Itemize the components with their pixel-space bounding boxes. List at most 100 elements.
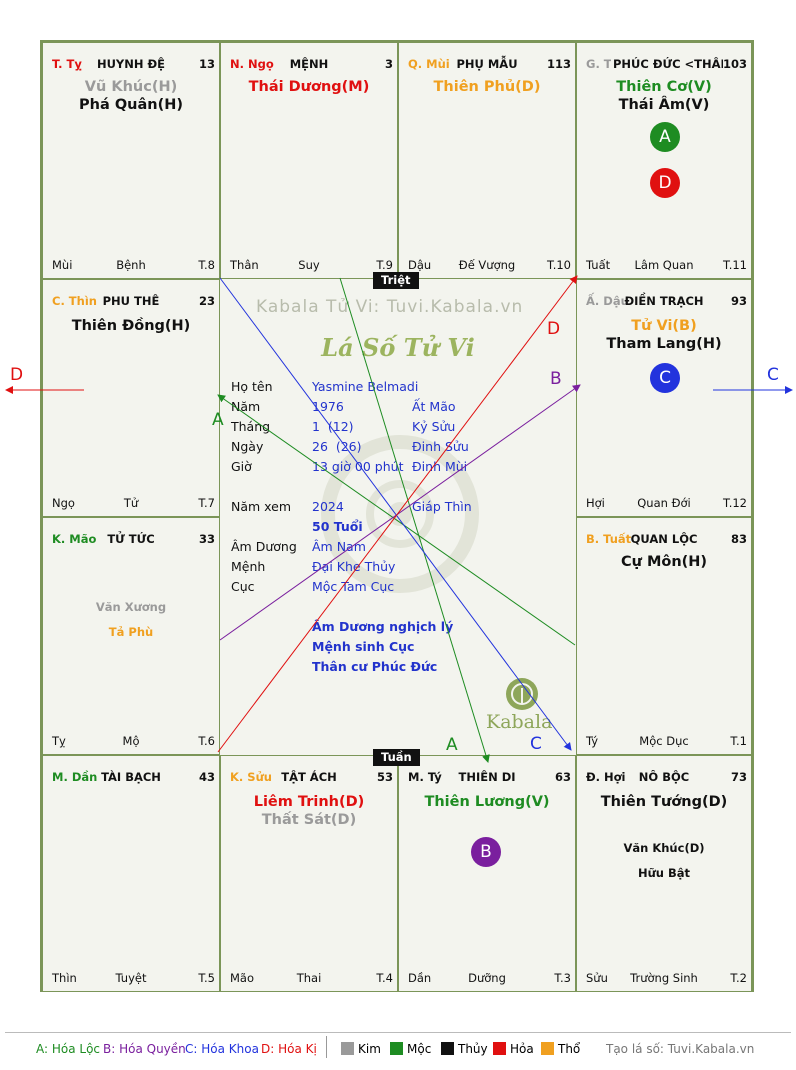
info-label: Mệnh <box>231 559 266 574</box>
legend-tho-label: Thổ <box>558 1042 581 1056</box>
cell-footer-left: Tuất <box>586 258 611 272</box>
cell-footer-center: Bệnh <box>116 258 146 272</box>
info-label: Họ tên <box>231 379 273 394</box>
info-am-duong: Âm Nam <box>312 539 366 554</box>
palace-name: THIÊN DI <box>458 770 516 784</box>
palace-phu-the[interactable]: C. Thìn PHU THÊ 23 Thiên Đồng(H) Ngọ Tử … <box>42 279 220 517</box>
info-day: 26 (26) <box>312 439 362 454</box>
cell-footer-center: Quan Đới <box>637 496 691 510</box>
palace-dien-trach[interactable]: Ấ. Dậu ĐIỀN TRẠCH 93 Tử Vi(B) Tham Lang(… <box>576 279 752 517</box>
palace-name: MỆNH <box>289 57 329 71</box>
palace-huynh-de[interactable]: T. Tỵ HUYNH ĐỆ 13 Vũ Khúc(H) Phá Quân(H)… <box>42 42 220 279</box>
major-star: Thái Dương(M) <box>248 79 370 95</box>
palace-name: PHU THÊ <box>102 294 160 308</box>
legend-divider <box>5 1032 791 1033</box>
palace-tu-tuc[interactable]: K. Mão TỬ TỨC 33 Văn Xương Tả Phù Tỵ Mộ … <box>42 517 220 755</box>
palace-name: TỬ TỨC <box>107 532 155 546</box>
palace-branch: K. Sửu <box>230 770 272 784</box>
info-name: Yasmine Belmadi <box>312 379 419 394</box>
info-label: Ngày <box>231 439 264 454</box>
cell-footer-center: Trường Sinh <box>630 971 698 985</box>
info-note: Âm Dương nghịch lý <box>312 619 454 634</box>
arrow-label-b: B <box>550 369 562 389</box>
info-hour: 13 giờ 00 phút <box>312 459 404 474</box>
palace-quan-loc[interactable]: B. Tuất QUAN LỘC 83 Cự Môn(H) Tý Mộc Dục… <box>576 517 752 755</box>
cell-footer-left: Dậu <box>408 258 432 272</box>
major-star: Thiên Cơ(V) <box>616 79 712 95</box>
cell-footer-left: Mão <box>230 971 255 985</box>
info-label: Tháng <box>231 419 271 434</box>
legend-moc-label: Mộc <box>407 1042 432 1056</box>
info-menh: Đại Khe Thủy <box>312 559 396 574</box>
info-label: Âm Dương <box>231 539 297 554</box>
palace-name: NÔ BỘC <box>638 770 690 784</box>
major-star: Cự Môn(H) <box>620 554 708 570</box>
palace-branch: C. Thìn <box>52 294 97 308</box>
cell-footer-center: Lâm Quan <box>634 258 694 272</box>
palace-phu-mau[interactable]: Q. Mùi PHỤ MẪU 113 Thiên Phủ(D) Dậu Đế V… <box>398 42 576 279</box>
cell-footer-right: T.4 <box>376 971 393 985</box>
info-note: Thân cư Phúc Đức <box>312 659 438 674</box>
major-star: Thiên Đồng(H) <box>71 318 191 334</box>
cell-footer-left: Dần <box>408 971 432 985</box>
major-star: Phá Quân(H) <box>79 97 183 113</box>
cell-footer-center: Tuyệt <box>115 971 147 985</box>
minor-star: Tả Phù <box>108 625 154 639</box>
legend-kim: Kim <box>341 1042 381 1056</box>
palace-branch: B. Tuất <box>586 532 632 546</box>
hoa-ki-badge: D <box>650 168 680 198</box>
minor-star: Hữu Bật <box>637 866 691 880</box>
arrow-label-a: A <box>446 735 458 755</box>
cell-footer-center: Suy <box>298 258 320 272</box>
cell-footer-right: T.8 <box>198 258 215 272</box>
hoa-loc-arrow <box>339 277 490 763</box>
palace-number: 83 <box>730 532 747 546</box>
legend-thuy-label: Thủy <box>458 1042 488 1056</box>
cell-footer-center: Dưỡng <box>468 971 506 985</box>
hoa-ki-arrow <box>217 275 578 753</box>
hoa-khoa-badge: C <box>650 363 680 393</box>
kabala-logo-text: Kabala <box>486 711 553 733</box>
arrow-label-c: C <box>530 734 542 754</box>
palace-no-boc[interactable]: Đ. Hợi NÔ BỘC 73 Thiên Tướng(D) Văn Khúc… <box>576 755 752 992</box>
major-star: Thất Sát(D) <box>261 812 357 828</box>
palace-number: 113 <box>546 57 571 71</box>
legend-hoa-ki: D: Hóa Kị <box>261 1042 317 1056</box>
major-star: Tham Lang(H) <box>606 336 722 352</box>
palace-branch: M. Dần <box>52 770 98 784</box>
hoa-swatch <box>493 1042 506 1055</box>
cell-footer-left: Mùi <box>52 258 73 272</box>
cell-footer-center: Đế Vượng <box>458 258 516 272</box>
palace-name: HUYNH ĐỆ <box>96 57 166 71</box>
cell-footer-center: Thai <box>296 971 322 985</box>
palace-menh[interactable]: N. Ngọ MỆNH 3 Thái Dương(M) Thân Suy T.9 <box>220 42 398 279</box>
info-month-can: Kỷ Sửu <box>412 419 456 434</box>
palace-number: 3 <box>384 57 393 71</box>
hoa-loc-badge: A <box>650 122 680 152</box>
legend-hoa-loc: A: Hóa Lộc <box>36 1042 101 1056</box>
palace-tat-ach[interactable]: K. Sửu TẬT ÁCH 53 Liêm Trinh(D) Thất Sát… <box>220 755 398 992</box>
cell-footer-center: Mộ <box>122 734 140 748</box>
palace-name: ĐIỀN TRẠCH <box>624 294 704 308</box>
palace-phuc-duc[interactable]: G. Thân PHÚC ĐỨC <THÂN> 103 Thiên Cơ(V) … <box>576 42 752 279</box>
palace-branch: T. Tỵ <box>52 57 82 71</box>
hoa-loc-arrow <box>217 394 576 646</box>
tuan-label: Tuần <box>373 749 420 766</box>
palace-tai-bach[interactable]: M. Dần TÀI BẠCH 43 Thìn Tuyệt T.5 <box>42 755 220 992</box>
cell-footer-left: Tý <box>586 734 599 748</box>
legend-hoa-khoa: C: Hóa Khoa <box>185 1042 259 1056</box>
cell-footer-center: Mộc Dục <box>639 734 689 748</box>
cell-footer-left: Hợi <box>586 496 605 510</box>
cell-footer-left: Thìn <box>52 971 77 985</box>
legend-hoa-quyen: B: Hóa Quyền <box>103 1042 186 1056</box>
arrow-label-d: D <box>547 319 560 339</box>
tho-swatch <box>541 1042 554 1055</box>
palace-name: PHỤ MẪU <box>456 57 518 71</box>
info-age: 50 Tuổi <box>312 519 363 534</box>
cell-footer-right: T.9 <box>376 258 393 272</box>
cell-footer-right: T.2 <box>730 971 747 985</box>
center-emblem <box>321 435 479 593</box>
info-view-year: 2024 <box>312 499 344 514</box>
watermark-text: Kabala Tử Vi: Tuvi.Kabala.vn <box>256 297 524 317</box>
legend-source[interactable]: Tạo lá số: Tuvi.Kabala.vn <box>606 1042 755 1056</box>
